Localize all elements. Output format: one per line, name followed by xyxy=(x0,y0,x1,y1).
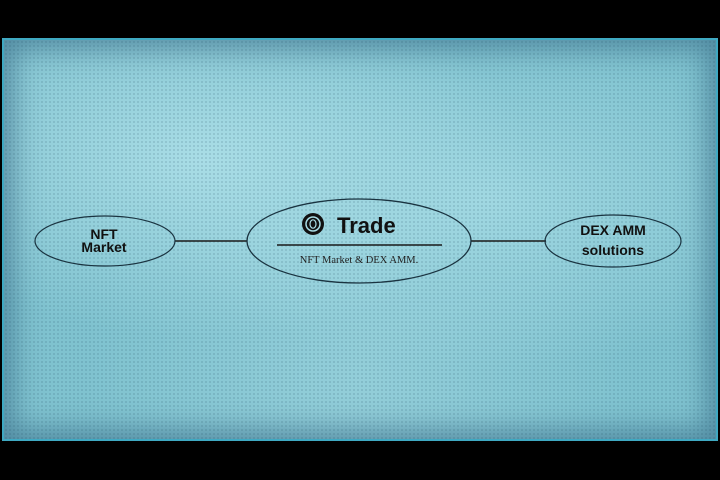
node-dex-amm-label-1: DEX AMM xyxy=(580,222,646,238)
node-trade: Trade NFT Market & DEX AMM. xyxy=(246,198,472,284)
node-trade-subtitle: NFT Market & DEX AMM. xyxy=(300,255,419,266)
node-nft-market-label-2: Market xyxy=(81,239,126,255)
node-dex-amm: DEX AMM solutions xyxy=(544,214,682,268)
node-dex-amm-ellipse xyxy=(544,214,682,268)
node-trade-ellipse xyxy=(246,198,472,284)
node-nft-market: NFT Market xyxy=(34,215,176,267)
node-nft-market-label-1: NFT xyxy=(90,226,118,242)
node-nft-market-ellipse xyxy=(34,215,176,267)
node-dex-amm-label-2: solutions xyxy=(582,242,644,258)
coin-icon xyxy=(302,213,324,235)
node-trade-title: Trade xyxy=(337,213,396,238)
